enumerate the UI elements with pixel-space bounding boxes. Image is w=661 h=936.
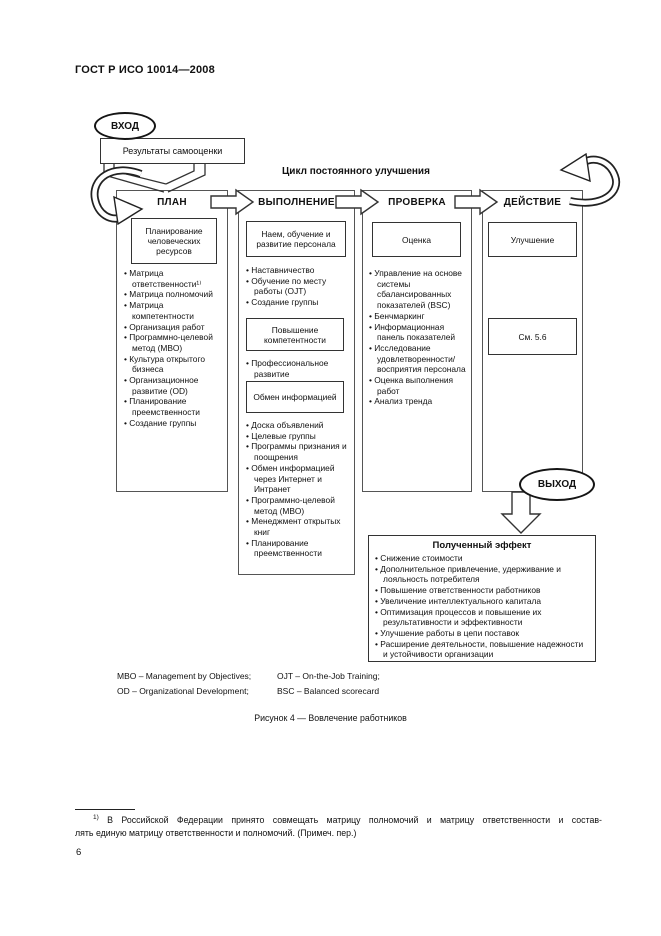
- legend-item-bsc: BSC – Balanced scorecard: [277, 686, 380, 696]
- bullet-item: Матрица ответственности¹⁾: [124, 268, 224, 289]
- bullet-item: Создание группы: [124, 418, 224, 429]
- bullet-item: Программы признания и поощрения: [246, 441, 351, 462]
- legend-item-ojt: OJT – On-the-Job Training;: [277, 671, 380, 681]
- bullet-item: Бенчмаркинг: [369, 311, 469, 322]
- bullet-item: Программно-целевой метод (MBO): [124, 332, 224, 353]
- footnote-line-2: лять единую матрицу ответственности и по…: [75, 828, 357, 838]
- bullet-item: Оптимизация процессов и повышение их рез…: [375, 607, 585, 628]
- output-oval: ВЫХОД: [519, 468, 595, 501]
- footnote-text: В Российской Федерации принято совмещать…: [107, 814, 602, 825]
- bullet-item: Менеджмент открытых книг: [246, 516, 351, 537]
- do-bullet-list-3: Доска объявленийЦелевые группыПрограммы …: [246, 420, 351, 559]
- bullet-item: Увеличение интеллектуального капитала: [375, 596, 585, 607]
- plan-bullet-list: Матрица ответственности¹⁾Матрица полномо…: [124, 268, 224, 429]
- bullet-item: Обмен информацией через Интернет и Интра…: [246, 463, 351, 495]
- footnote-line-1: 1) В Российской Федерации принято совмещ…: [75, 814, 602, 825]
- footnote-marker: 1): [93, 814, 99, 821]
- bullet-item: Создание группы: [246, 297, 351, 308]
- bullet-item: Культура открытого бизнеса: [124, 354, 224, 375]
- bullet-item: Информационная панель показателей: [369, 322, 469, 343]
- bullet-item: Анализ тренда: [369, 396, 469, 407]
- bullet-item: Исследование удовлетворенности/ восприят…: [369, 343, 469, 375]
- effect-box: Полученный эффект Снижение стоимостиДопо…: [368, 535, 596, 662]
- bullet-item: Улучшение работы в цепи поставок: [375, 628, 585, 639]
- legend-item-mbo: MBO – Management by Objectives;: [117, 671, 252, 681]
- column-plan: ПЛАН Планирование человеческих ресурсов …: [116, 190, 228, 492]
- column-check: ПРОВЕРКА Оценка Управление на основе сис…: [362, 190, 472, 492]
- bullet-item: Программно-целевой метод (MBO): [246, 495, 351, 516]
- legend-item-od: OD – Organizational Development;: [117, 686, 249, 696]
- check-bullet-list: Управление на основе системы сбалансиров…: [369, 268, 469, 407]
- input-oval: ВХОД: [94, 112, 156, 140]
- column-act: ДЕЙСТВИЕ Улучшение См. 5.6: [482, 190, 583, 492]
- bullet-item: Организация работ: [124, 322, 224, 333]
- footnote-rule: [75, 809, 135, 810]
- bullet-item: Дополнительное привлечение, удерживание …: [375, 564, 585, 585]
- act-box-reference: См. 5.6: [488, 318, 577, 355]
- bullet-item: Обучение по месту работы (OJT): [246, 276, 351, 297]
- bullet-item: Профессиональное развитие: [246, 358, 351, 379]
- effect-bullet-list: Снижение стоимостиДополнительное привлеч…: [375, 553, 585, 660]
- input-box: Результаты самооценки: [100, 138, 245, 164]
- bullet-item: Организационное развитие (OD): [124, 375, 224, 396]
- plan-top-box: Планирование человеческих ресурсов: [131, 218, 217, 264]
- do-box-communication: Обмен информацией: [246, 381, 344, 413]
- bullet-item: Управление на основе системы сбалансиров…: [369, 268, 469, 311]
- check-top-box: Оценка: [372, 222, 461, 257]
- cycle-title: Цикл постоянного улучшения: [282, 166, 430, 177]
- do-box-hiring: Наем, обучение и развитие персонала: [246, 221, 346, 257]
- effect-box-title: Полученный эффект: [432, 540, 532, 551]
- bullet-item: Матрица полномочий: [124, 289, 224, 300]
- act-box-improvement: Улучшение: [488, 222, 577, 257]
- bullet-item: Доска объявлений: [246, 420, 351, 431]
- column-do: ВЫПОЛНЕНИЕ Наем, обучение и развитие пер…: [238, 190, 355, 575]
- output-down-arrow-icon: [500, 491, 542, 534]
- figure-caption: Рисунок 4 — Вовлечение работников: [254, 713, 407, 723]
- bullet-item: Расширение деятельности, повышение надеж…: [375, 639, 585, 660]
- doc-number: ГОСТ Р ИСО 10014—2008: [75, 64, 215, 76]
- do-box-competence: Повышение компетентности: [246, 318, 344, 351]
- column-header: ВЫПОЛНЕНИЕ: [258, 197, 335, 208]
- bullet-item: Планирование преемственности: [124, 396, 224, 417]
- bullet-item: Повышение ответственности работников: [375, 585, 585, 596]
- bullet-item: Наставничество: [246, 265, 351, 276]
- bullet-item: Снижение стоимости: [375, 553, 585, 564]
- page-number: 6: [76, 847, 82, 858]
- column-header: ДЕЙСТВИЕ: [503, 197, 562, 208]
- bullet-item: Целевые группы: [246, 431, 351, 442]
- do-bullet-list-2: Профессиональное развитие: [246, 358, 351, 379]
- funnel-down-arrow-icon: [103, 164, 206, 193]
- bullet-item: Планирование преемственности: [246, 538, 351, 559]
- column-header: ПЛАН: [157, 197, 187, 208]
- column-header: ПРОВЕРКА: [388, 197, 446, 208]
- do-bullet-list-1: НаставничествоОбучение по месту работы (…: [246, 265, 351, 308]
- bullet-item: Оценка выполнения работ: [369, 375, 469, 396]
- bullet-item: Матрица компетентности: [124, 300, 224, 321]
